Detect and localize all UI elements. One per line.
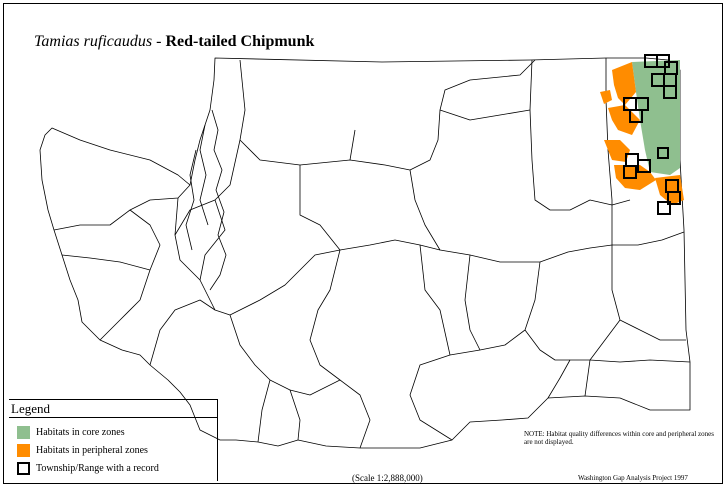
legend-item-peripheral: Habitats in peripheral zones [17, 442, 148, 458]
legend-item-core: Habitats in core zones [17, 424, 125, 440]
common-name: Red-tailed Chipmunk [165, 33, 315, 50]
county-line-13 [149, 299, 216, 366]
state-outline [39, 57, 691, 449]
legend-label-peripheral: Habitats in peripheral zones [36, 444, 148, 456]
county-line-26 [547, 359, 571, 399]
county-line-18 [289, 389, 301, 441]
county-line-1 [239, 59, 536, 171]
county-line-12 [229, 314, 341, 396]
county-line-24 [439, 109, 531, 121]
county-line-6 [409, 261, 541, 441]
county-line-14 [99, 209, 161, 341]
county-line-7 [611, 245, 686, 341]
county-line-19 [174, 199, 216, 281]
legend-heading: Legend [11, 401, 50, 416]
county-line-23 [299, 165, 341, 251]
legend-label-core: Habitats in core zones [36, 426, 125, 438]
record-outline-icon [17, 461, 30, 475]
legend-item-record: Township/Range with a record [17, 460, 159, 476]
county-line-10 [419, 244, 451, 356]
county-line-9 [524, 329, 590, 361]
county-line-22 [349, 129, 356, 161]
county-line-25 [589, 359, 691, 363]
title-separator: - [152, 33, 166, 50]
scientific-name: Tamias ruficaudus [34, 33, 153, 50]
legend-label-record: Township/Range with a record [36, 462, 159, 474]
county-line-2 [199, 139, 441, 316]
credit-label: Washington Gap Analysis Project 1997 [578, 474, 688, 482]
township-records [623, 54, 681, 215]
habitat-note: NOTE: Habitat quality differences within… [524, 430, 714, 446]
peripheral-swatch-icon [17, 443, 30, 457]
scale-label: (Scale 1:2,888,000) [352, 473, 423, 483]
county-line-4 [529, 59, 631, 211]
legend: Legend Habitats in core zones Habitats i… [9, 399, 218, 481]
county-line-15 [53, 184, 191, 231]
core-habitat [632, 60, 680, 175]
county-line-11 [309, 249, 371, 449]
core-swatch-icon [17, 425, 30, 439]
legend-items: Habitats in core zones Habitats in perip… [9, 417, 217, 482]
map-frame [3, 3, 723, 484]
county-line-8 [584, 319, 621, 397]
county-line-21 [464, 254, 481, 351]
county-line-20 [174, 197, 179, 236]
county-line-17 [257, 379, 271, 443]
map-title: Tamias ruficaudus - Red-tailed Chipmunk [34, 33, 314, 51]
puget-sound [199, 109, 227, 291]
county-line-16 [61, 254, 151, 271]
hood-canal [185, 149, 197, 251]
